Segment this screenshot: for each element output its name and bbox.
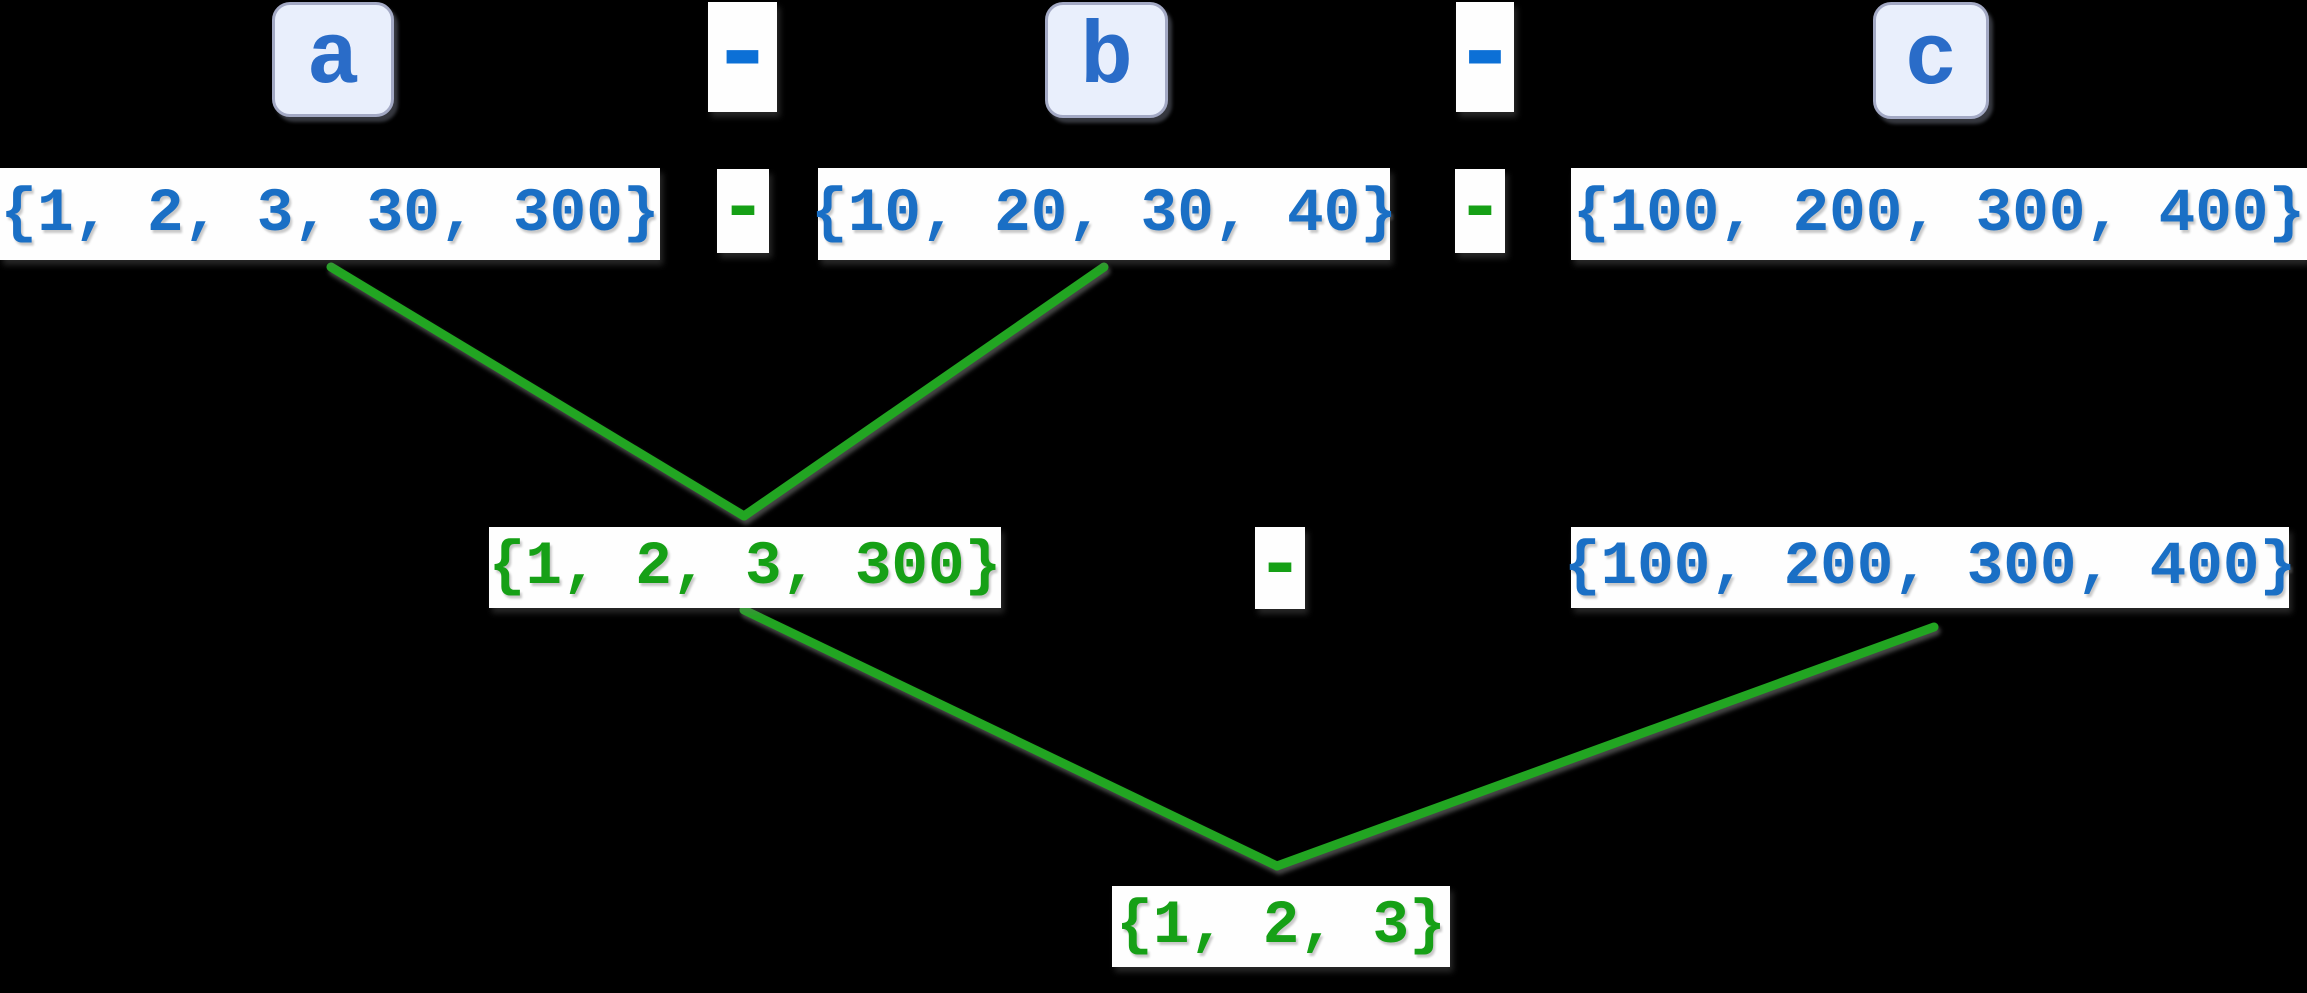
variable-chip-b: b <box>1045 2 1168 118</box>
variable-label-b: b <box>1080 10 1133 109</box>
variable-label-c: c <box>1904 10 1958 110</box>
variable-chip-a: a <box>272 2 394 117</box>
variable-label-a: a <box>306 9 360 109</box>
minus-operator-mid-2: - <box>1455 165 1505 256</box>
edge-set-c-intermediate-to-final-result <box>1272 622 1939 871</box>
set-c-intermediate-value: {100, 200, 300, 400} <box>1564 527 2296 608</box>
minus-operator-mid-1: - <box>717 165 769 256</box>
minus-operator-top-1: - <box>708 0 777 120</box>
edge-set-b-to-intermediate-result <box>739 262 1109 521</box>
minus-operator-top-2: - <box>1451 0 1519 120</box>
set-a-value: {1, 2, 3, 30, 300} <box>0 168 660 260</box>
variable-chip-c: c <box>1873 2 1989 119</box>
final-result-value: {1, 2, 3} <box>1112 886 1450 967</box>
set-b-value: {10, 20, 30, 40} <box>811 168 1397 260</box>
intermediate-result-value: {1, 2, 3, 300} <box>489 527 1001 608</box>
minus-operator-intermediate: - <box>1255 522 1305 613</box>
set-c-value: {100, 200, 300, 400} <box>1571 168 2307 260</box>
edge-set-a-to-intermediate-result <box>326 262 749 521</box>
edge-intermediate-result-to-final-result <box>739 605 1282 871</box>
